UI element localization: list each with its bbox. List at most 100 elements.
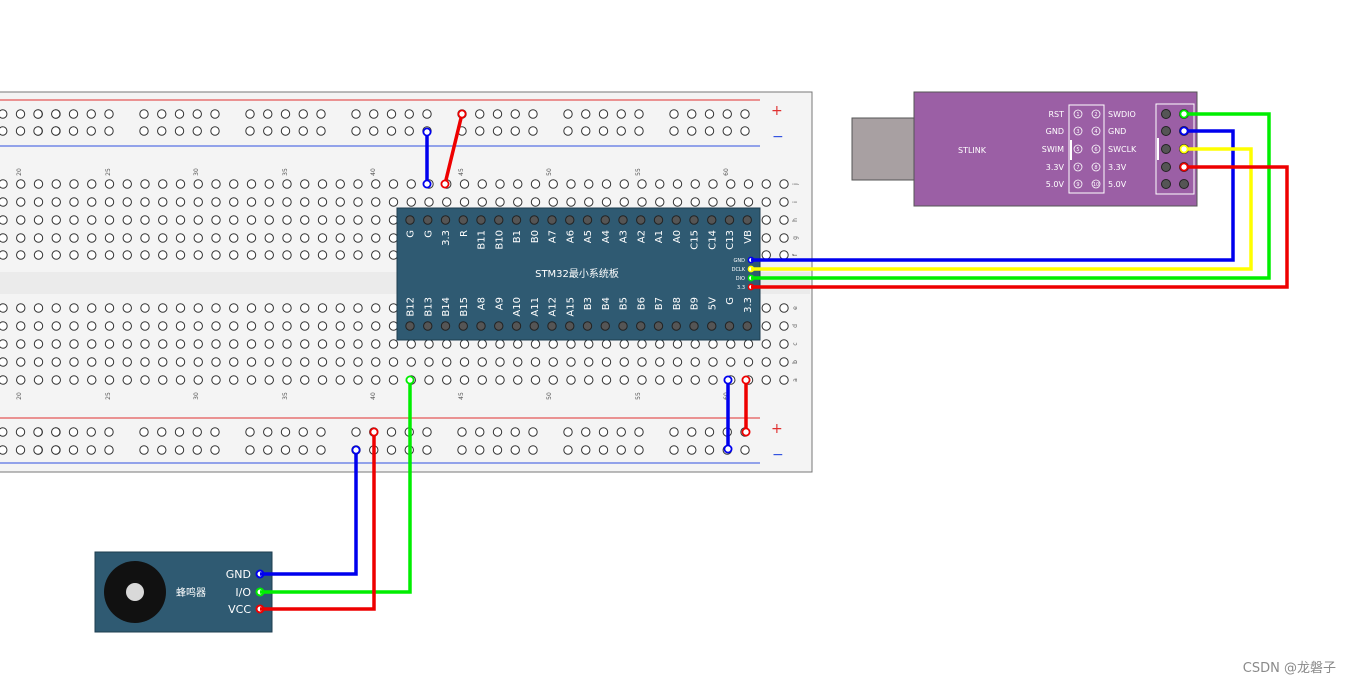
rail-hole <box>157 445 167 455</box>
breadboard-hole <box>175 375 186 385</box>
rail-hole <box>528 427 538 437</box>
rail-hole <box>15 126 26 136</box>
breadboard-hole <box>16 197 26 207</box>
breadboard-hole <box>601 339 612 349</box>
stm32-top-pin-label: A7 <box>548 230 559 243</box>
breadboard-hole <box>371 179 381 189</box>
rail-hole <box>475 126 485 136</box>
stlink-pin-circle <box>1073 144 1083 154</box>
rail-hole <box>316 427 326 437</box>
stm32-swd-label: DIO <box>736 276 745 282</box>
breadboard-hole <box>140 197 150 207</box>
rail-hole <box>510 126 520 136</box>
rail-hole <box>280 427 291 437</box>
stm32-bottom-pin-label: B15 <box>459 297 470 317</box>
breadboard-hole <box>530 179 541 189</box>
breadboard-hole <box>122 321 132 331</box>
rail-hole <box>51 126 61 136</box>
breadboard-hole <box>300 321 310 331</box>
breadboard-hole <box>442 339 452 349</box>
breadboard-hole <box>495 357 505 367</box>
breadboard-hole <box>726 197 736 207</box>
stlink-pin-circle <box>1091 109 1101 119</box>
breadboard-hole <box>229 357 239 367</box>
row-label: b <box>792 360 799 364</box>
rail-hole <box>210 427 220 437</box>
rail-hole <box>616 126 626 136</box>
breadboard-hole <box>548 179 558 189</box>
top-rail-minus: − <box>772 129 784 145</box>
wire-endpoints <box>351 109 1189 455</box>
breadboard-hole <box>601 375 612 385</box>
rail-hole <box>740 445 750 455</box>
breadboard-hole <box>477 197 487 207</box>
rail-hole <box>86 427 96 437</box>
breadboard-hole <box>158 215 168 225</box>
stm32-bottom-pin-label: B3 <box>583 297 594 310</box>
breadboard-hole <box>246 321 257 331</box>
breadboard-hole <box>16 215 26 225</box>
breadboard-hole <box>193 250 203 260</box>
breadboard-hole <box>388 375 399 385</box>
stm32-top-pin-hole <box>458 215 468 225</box>
breadboard-hole <box>193 179 203 189</box>
stm32-top-pin-label: C13 <box>725 230 736 250</box>
breadboard-hole <box>246 215 257 225</box>
breadboard-hole <box>442 357 452 367</box>
breadboard-hole <box>388 197 399 207</box>
stm32-top-pin-hole <box>742 215 752 225</box>
breadboard-hole <box>761 197 771 207</box>
rail-hole <box>263 445 273 455</box>
breadboard-hole <box>708 357 718 367</box>
breadboard-hole <box>513 339 523 349</box>
rail-hole <box>298 427 308 437</box>
stm32-bottom-pin-hole <box>405 321 415 331</box>
rail-hole <box>15 427 26 437</box>
breadboard-hole <box>33 215 44 225</box>
stm32-bottom-pin-label: G <box>725 297 736 305</box>
breadboard-hole <box>0 321 8 331</box>
rail-hole <box>245 427 255 437</box>
breadboard-hole <box>140 339 150 349</box>
stm32-bottom-pin-label: A11 <box>530 297 541 317</box>
breadboard-hole <box>655 375 665 385</box>
breadboard-hole <box>371 357 381 367</box>
breadboard-hole <box>353 250 363 260</box>
breadboard-hole <box>619 375 629 385</box>
wire-endpoint <box>1179 144 1189 154</box>
stm32-bottom-pin-hole <box>636 321 646 331</box>
stm32-bottom-pin-label: A12 <box>548 297 559 317</box>
breadboard-hole <box>584 375 594 385</box>
rail-hole <box>687 427 697 437</box>
stlink-pin-number: 10 <box>1093 182 1099 188</box>
breadboard-hole <box>388 250 399 260</box>
stm32-top-pin-label: VB <box>743 230 754 244</box>
breadboard-hole <box>406 197 416 207</box>
breadboard-hole <box>158 179 168 189</box>
stm32-bottom-pin-hole <box>689 321 699 331</box>
rail-hole <box>404 109 414 119</box>
stm32-bottom-pin-label: B12 <box>406 297 417 317</box>
breadboard-hole <box>0 375 8 385</box>
breadboard-hole <box>246 375 257 385</box>
breadboard-hole <box>264 357 274 367</box>
breadboard-hole <box>0 197 8 207</box>
breadboard-hole <box>761 215 771 225</box>
breadboard-hole <box>317 215 328 225</box>
breadboard-hole <box>424 375 434 385</box>
breadboard-hole <box>282 303 292 313</box>
breadboard-hole <box>16 233 26 243</box>
rail-hole <box>740 126 750 136</box>
rail-hole <box>86 445 96 455</box>
stm32-top-pin-label: B10 <box>494 230 505 250</box>
breadboard-hole <box>246 357 257 367</box>
rail-hole <box>139 126 149 136</box>
stm32-top-pin-label: B1 <box>512 230 523 243</box>
breadboard-hole <box>246 250 257 260</box>
breadboard-hole <box>743 197 754 207</box>
breadboard-hole <box>158 303 168 313</box>
rail-hole <box>280 445 291 455</box>
rail-hole <box>157 109 167 119</box>
breadboard-hole <box>51 339 61 349</box>
breadboard-hole <box>0 179 8 189</box>
